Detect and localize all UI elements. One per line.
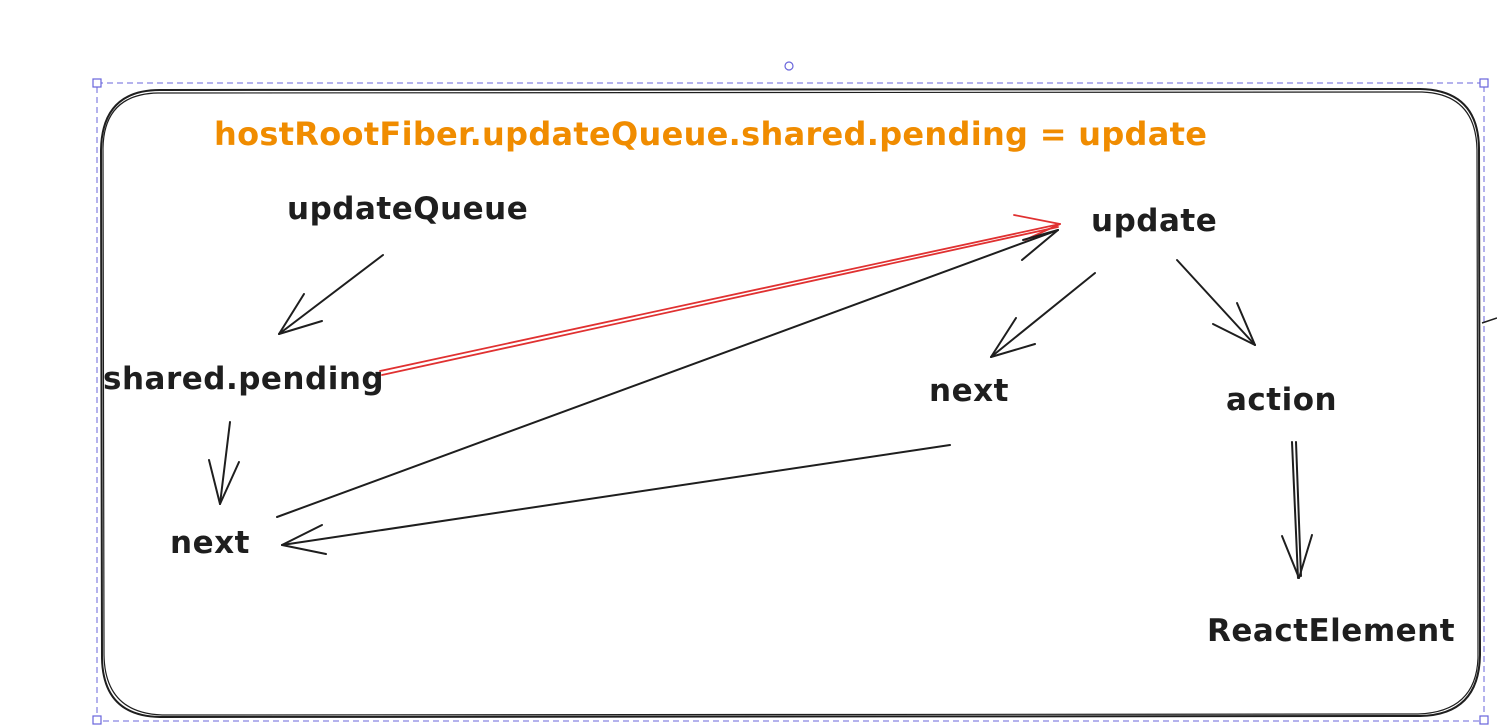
node-action[interactable]: action xyxy=(1226,382,1338,418)
arrow-next-right-to-next-left[interactable] xyxy=(281,444,951,555)
container-box[interactable] xyxy=(99,87,1482,719)
node-react-element[interactable]: ReactElement xyxy=(1207,613,1456,649)
arrow-shared-pending-to-update[interactable] xyxy=(379,214,1061,376)
resize-handle-bottom-right[interactable] xyxy=(1479,715,1489,725)
offscreen-edge xyxy=(1481,317,1497,324)
selection-frame xyxy=(96,82,1485,722)
arrow-updatequeue-to-shared-pending[interactable] xyxy=(278,254,384,335)
arrow-action-to-react-element[interactable] xyxy=(1281,441,1313,579)
resize-handle-bottom-left[interactable] xyxy=(92,715,102,725)
node-update-queue[interactable]: updateQueue xyxy=(287,191,529,227)
resize-handle-top-right[interactable] xyxy=(1479,78,1489,88)
node-shared-pending[interactable]: shared.pending xyxy=(103,361,385,397)
rotation-handle[interactable] xyxy=(784,61,794,71)
arrow-next-left-to-update[interactable] xyxy=(276,229,1059,518)
node-next-right[interactable]: next xyxy=(929,373,1009,409)
arrow-update-to-action[interactable] xyxy=(1176,259,1256,346)
arrow-shared-pending-to-next-left[interactable] xyxy=(208,421,240,505)
node-next-left[interactable]: next xyxy=(170,525,250,561)
arrow-update-to-next-right[interactable] xyxy=(990,272,1096,358)
resize-handle-top-left[interactable] xyxy=(92,78,102,88)
diagram-title[interactable]: hostRootFiber.updateQueue.shared.pending… xyxy=(214,115,1208,153)
node-update[interactable]: update xyxy=(1091,203,1218,239)
